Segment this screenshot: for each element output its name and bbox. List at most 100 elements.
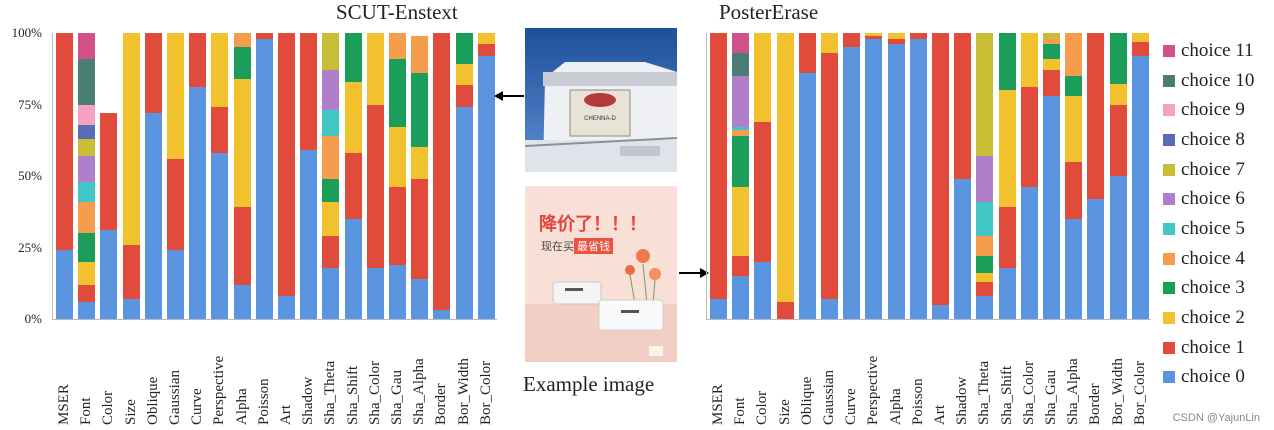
bar-segment (865, 38, 883, 319)
bar-segment (710, 33, 727, 299)
bar-segment (455, 64, 473, 85)
plot-area (52, 33, 497, 320)
bar-segment (1043, 70, 1060, 96)
x-tick-label: Sha_Shift (998, 365, 1015, 425)
legend-swatch (1163, 44, 1175, 57)
bar-segment (78, 201, 96, 234)
x-tick-label: Font (732, 397, 749, 425)
stacked-bar (122, 33, 140, 319)
stacked-bar (932, 33, 949, 319)
legend-item: choice 9 (1163, 95, 1254, 125)
bar-segment (322, 267, 340, 319)
bar-segment (411, 278, 429, 319)
legend-item: choice 2 (1163, 303, 1254, 333)
y-tick-label: 0% (24, 311, 42, 326)
bar-segment (1065, 218, 1083, 319)
legend-label: choice 4 (1181, 247, 1245, 269)
bar-segment (932, 304, 949, 319)
chart-title: PosterErase (719, 0, 819, 24)
x-tick-label: Sha_Gau (1043, 370, 1059, 425)
bar-segment (1020, 187, 1038, 319)
x-tick-label: Sha_Alpha (411, 358, 428, 425)
bar-segment (976, 273, 994, 282)
x-tick-label: Shadow (300, 376, 317, 425)
stacked-bar (1087, 33, 1105, 319)
stacked-bar (411, 33, 429, 319)
arrow-right-icon (679, 268, 709, 278)
bar-segment (1109, 84, 1127, 105)
x-tick-label: Bor_Width (1109, 358, 1126, 425)
x-tick-label: Perspective (211, 355, 228, 425)
legend-item: choice 5 (1163, 214, 1254, 244)
stacked-bar (776, 33, 794, 319)
x-tick-label: Shadow (954, 376, 971, 425)
bar-segment (477, 33, 495, 45)
x-tick-label: MSER (56, 384, 72, 425)
stacked-bar (300, 33, 318, 319)
bar-segment (1109, 104, 1127, 176)
legend-swatch (1163, 163, 1175, 176)
bar-segment (366, 267, 384, 319)
bar-segment (433, 33, 451, 311)
bar-segment (344, 153, 362, 219)
stacked-bar (455, 33, 473, 319)
x-tick-label: Curve (843, 388, 860, 425)
legend-label: choice 5 (1181, 217, 1245, 239)
bar-segment (78, 156, 96, 182)
bar-segment (322, 236, 340, 268)
bar-segment (798, 33, 816, 74)
x-tick-label: Sha_Theta (976, 360, 993, 425)
x-tick-label: Gaussian (167, 370, 183, 425)
bar-segment (1109, 176, 1127, 319)
example-photo-poster: 降价了！！！ 现在买 最省钱 (525, 186, 677, 362)
x-tick-label: Bor_Color (477, 360, 494, 425)
bar-segment (1065, 161, 1083, 219)
stacked-bar (998, 33, 1016, 319)
y-tick-label: 100% (11, 25, 42, 40)
bar-segment (56, 33, 73, 251)
x-tick-label: Size (122, 399, 139, 425)
stacked-bar (909, 33, 927, 319)
stacked-bar (1043, 33, 1060, 319)
bar-segment (78, 124, 96, 139)
bar-segment (78, 33, 96, 59)
x-tick-label: Font (78, 397, 95, 425)
bar-segment (998, 90, 1016, 208)
x-tick-label: Bor_Color (1131, 360, 1148, 425)
bar-segment (998, 267, 1016, 319)
bar-segment (122, 244, 140, 299)
bar-segment (278, 33, 295, 297)
example-image-caption: Example image (523, 372, 655, 396)
stacked-bar (954, 33, 972, 319)
bar-segment (78, 104, 96, 125)
bar-segment (78, 181, 96, 202)
bar-segment (389, 264, 406, 319)
legend-swatch (1163, 133, 1175, 146)
stacked-bar (78, 33, 96, 319)
bar-segment (821, 33, 838, 54)
x-tick-label: Sha_Alpha (1065, 358, 1082, 425)
legend-item: choice 3 (1163, 274, 1254, 304)
x-tick-label: Color (754, 390, 771, 425)
stacked-bar (798, 33, 816, 319)
plot-area (706, 33, 1151, 320)
bar-segment (189, 87, 207, 319)
legend-item: choice 7 (1163, 155, 1254, 185)
bar-segment (167, 158, 184, 251)
bar-segment (843, 47, 861, 319)
stacked-bar (233, 33, 251, 319)
bar-segment (732, 33, 750, 54)
stacked-bar (821, 33, 838, 319)
stacked-bar (144, 33, 162, 319)
stacked-bar (366, 33, 384, 319)
legend-swatch (1163, 312, 1175, 325)
bar-segment (976, 201, 994, 237)
stacked-bar (344, 33, 362, 319)
svg-text:CHENNA-D: CHENNA-D (584, 116, 616, 122)
x-tick-label: Curve (189, 388, 206, 425)
bar-segment (1043, 95, 1060, 319)
bar-segment (732, 276, 750, 319)
legend-label: choice 6 (1181, 188, 1245, 210)
bar-segment (477, 44, 495, 56)
bar-segment (865, 33, 883, 36)
